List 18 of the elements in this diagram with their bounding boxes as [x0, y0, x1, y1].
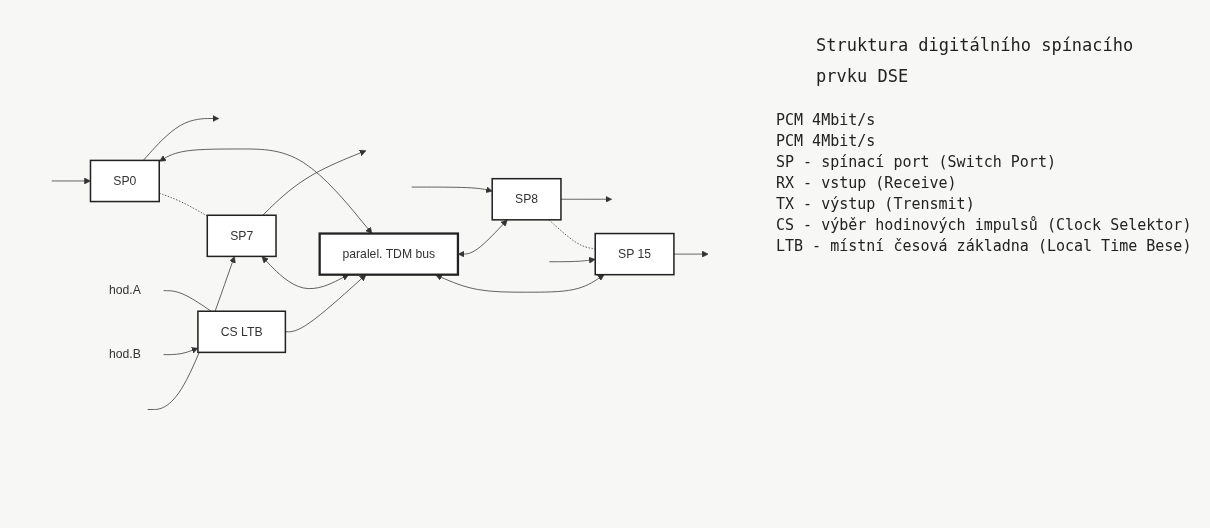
signal-label: hod.A	[108, 283, 141, 297]
note-text: PCM 4Mbit/s	[776, 132, 877, 151]
process-box: CS LTB	[197, 310, 287, 354]
bus-bar: paralel. TDM bus	[318, 232, 460, 276]
note-text: TX - výstup (Trensmit)	[776, 195, 976, 214]
note-text: PCM 4Mbit/s	[776, 111, 877, 130]
diagram-title: Struktura digitálního spínacího prvku DSE	[816, 34, 1135, 88]
process-box: SP0	[89, 159, 160, 203]
process-box: SP8	[491, 177, 562, 221]
note-text: RX - vstup (Receive)	[776, 174, 958, 193]
process-box: SP7	[206, 214, 277, 258]
process-box: SP 15	[594, 232, 675, 276]
signal-label: hod.B	[108, 347, 141, 361]
arrow	[457, 219, 508, 258]
connector-line	[163, 290, 212, 312]
note-text: SP - spínací port (Switch Port)	[776, 153, 1057, 172]
note-text: CS - výběr hodinových impulsů (Clock Selektor)	[776, 216, 1193, 235]
note-text: LTB - místní česová základna (Local Time Bese)	[776, 237, 1193, 256]
